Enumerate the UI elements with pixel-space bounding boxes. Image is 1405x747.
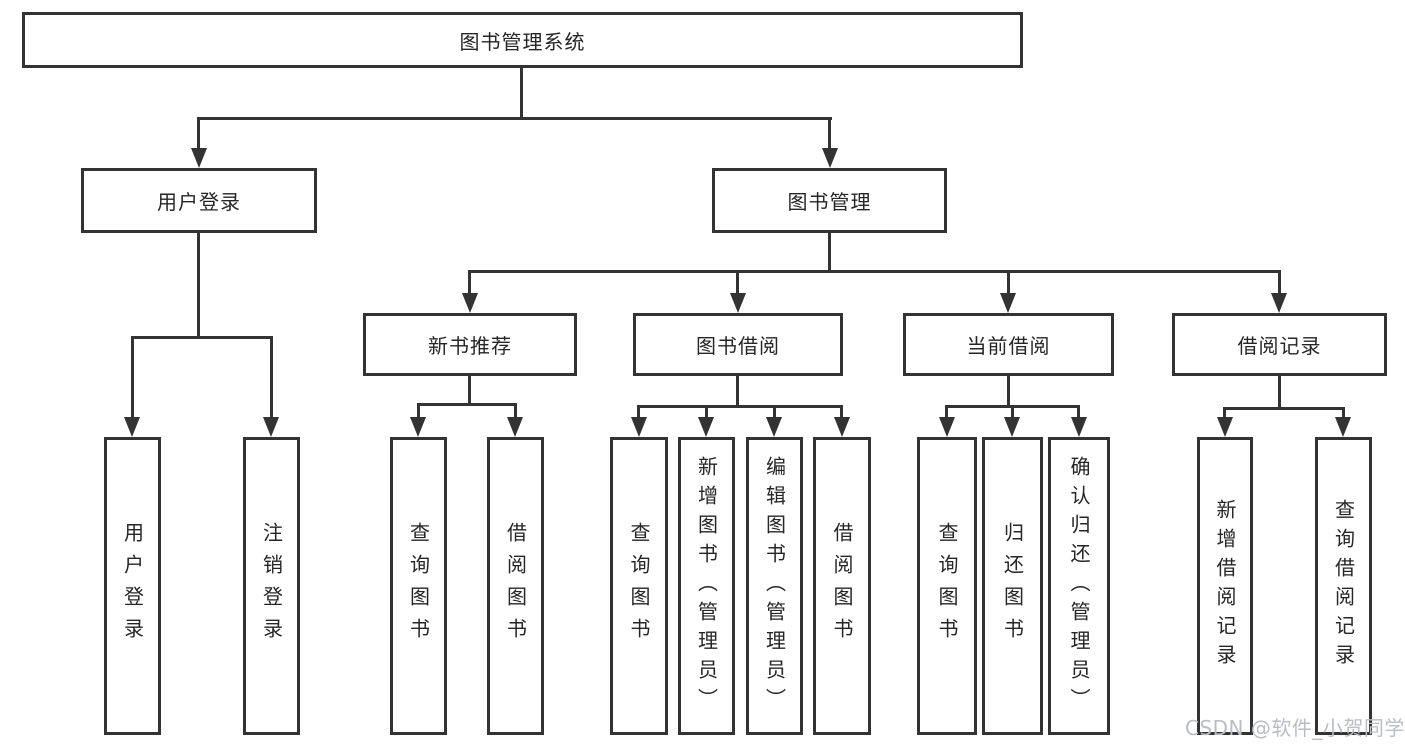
leaf-recommend-query-books: 查询图书	[390, 437, 447, 735]
arrowhead-new-book	[462, 293, 478, 313]
connector-drop-nb-query	[417, 403, 420, 417]
connector-root-stem	[520, 67, 523, 117]
arrowhead-cb-query	[939, 417, 955, 437]
arrowhead-cb-return	[1004, 417, 1020, 437]
arrowhead-bb-edit	[766, 417, 782, 437]
connector-drop-bb-edit	[773, 405, 776, 417]
arrowhead-nb-query	[410, 417, 426, 437]
leaf-recommend-borrow-books: 借阅图书	[487, 437, 544, 735]
connector-drop-current-borrow	[1007, 270, 1010, 293]
node-current-borrow: 当前借阅	[903, 313, 1114, 376]
leaf-current-return-books: 归还图书	[982, 437, 1043, 735]
node-book-borrow-label: 图书借阅	[696, 334, 780, 358]
node-current-borrow-label: 当前借阅	[966, 334, 1051, 358]
connector-book-borrow-branch	[637, 405, 843, 408]
arrowhead-leaf-login	[124, 417, 140, 437]
connector-root-branch	[198, 117, 832, 120]
connector-user-login-stem	[197, 233, 200, 336]
arrowhead-user-login	[191, 148, 207, 168]
arrowhead-br-add	[1217, 417, 1233, 437]
connector-current-borrow-stem	[1007, 376, 1010, 405]
connector-borrow-records-branch	[1223, 407, 1345, 410]
leaf-logout: 注销登录	[243, 437, 300, 735]
leaf-records-query-record: 查询借阅记录	[1315, 437, 1372, 735]
connector-drop-nb-borrow	[514, 403, 517, 417]
connector-drop-bb-add	[705, 405, 708, 417]
arrowhead-bb-add	[698, 417, 714, 437]
leaf-current-query-books: 查询图书	[917, 437, 977, 735]
connector-borrow-records-stem	[1278, 376, 1281, 407]
connector-drop-borrow-records	[1278, 270, 1281, 293]
connector-book-mgmt-branch	[468, 270, 1281, 273]
connector-new-book-stem	[468, 376, 471, 403]
node-new-book-recommend-label: 新书推荐	[428, 334, 512, 358]
node-borrow-records: 借阅记录	[1172, 313, 1387, 376]
leaf-current-confirm-return-admin: 确认归还（管理员）	[1048, 437, 1110, 735]
arrowhead-borrow-records	[1271, 293, 1287, 313]
connector-drop-bb-borrow	[840, 405, 843, 417]
connector-new-book-branch	[417, 403, 517, 406]
leaf-records-add-record: 新增借阅记录	[1197, 437, 1253, 735]
arrowhead-current-borrow	[1000, 293, 1016, 313]
node-book-management: 图书管理	[712, 168, 947, 233]
arrowhead-nb-borrow	[507, 417, 523, 437]
connector-drop-br-query	[1342, 407, 1345, 417]
connector-book-borrow-stem	[736, 376, 739, 405]
leaf-borrow-add-books-admin: 新增图书（管理员）	[678, 437, 735, 735]
connector-drop-new-book	[468, 270, 471, 293]
csdn-watermark: CSDN @软件_小贺同学	[1185, 716, 1405, 740]
node-new-book-recommend: 新书推荐	[363, 313, 577, 376]
leaf-borrow-edit-books-admin: 编辑图书（管理员）	[746, 437, 803, 735]
connector-drop-book-borrow	[736, 270, 739, 293]
arrowhead-bb-query	[631, 417, 647, 437]
connector-book-mgmt-stem	[828, 233, 831, 270]
leaf-borrow-borrow-books: 借阅图书	[813, 437, 871, 735]
connector-drop-book-mgmt	[828, 117, 831, 150]
arrowhead-bb-borrow	[834, 417, 850, 437]
arrowhead-book-borrow	[730, 293, 746, 313]
leaf-borrow-query-books: 查询图书	[610, 437, 668, 735]
connector-drop-leaf-logout	[270, 336, 273, 417]
node-root: 图书管理系统	[22, 12, 1023, 68]
arrowhead-cb-confirm	[1071, 417, 1087, 437]
connector-drop-bb-query	[637, 405, 640, 417]
connector-drop-cb-return	[1011, 405, 1014, 417]
connector-user-login-branch	[131, 336, 273, 339]
node-book-borrow: 图书借阅	[633, 313, 843, 376]
node-user-login: 用户登录	[81, 168, 317, 233]
connector-drop-cb-query	[945, 405, 948, 417]
node-borrow-records-label: 借阅记录	[1237, 334, 1322, 358]
arrowhead-leaf-logout	[263, 417, 279, 437]
leaf-user-login: 用户登录	[104, 437, 161, 735]
connector-drop-br-add	[1223, 407, 1226, 417]
node-user-login-label: 用户登录	[157, 190, 241, 214]
node-root-label: 图书管理系统	[459, 29, 586, 54]
connector-drop-leaf-login	[131, 336, 134, 417]
node-book-management-label: 图书管理	[787, 190, 872, 214]
connector-drop-user-login	[197, 117, 200, 150]
arrowhead-br-query	[1335, 417, 1351, 437]
connector-drop-cb-confirm	[1077, 405, 1080, 417]
arrowhead-book-mgmt	[822, 148, 838, 168]
